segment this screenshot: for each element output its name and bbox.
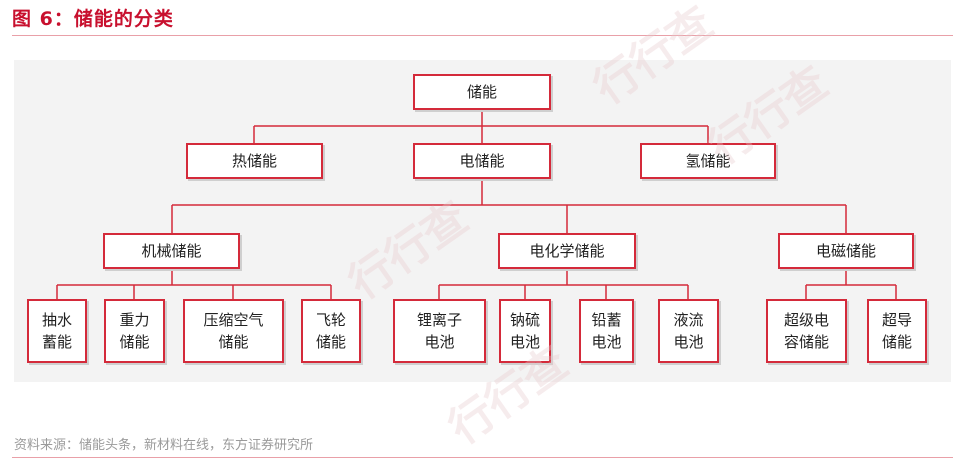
node-pumped-hydro: 抽水 蓄能	[27, 299, 87, 363]
node-sodium-sulfur-battery: 钠硫 电池	[499, 299, 551, 363]
node-thermal-storage: 热储能	[186, 143, 323, 179]
node-energy-storage: 储能	[413, 74, 551, 110]
node-lead-acid-battery: 铅蓄 电池	[579, 299, 634, 363]
node-lithium-ion-battery: 锂离子 电池	[393, 299, 486, 363]
node-gravity-storage: 重力 储能	[104, 299, 165, 363]
node-compressed-air: 压缩空气 储能	[183, 299, 284, 363]
node-superconducting-storage: 超导 储能	[867, 299, 927, 363]
figure-title: 图 6：储能的分类	[12, 8, 174, 30]
node-flywheel: 飞轮 储能	[301, 299, 361, 363]
source-divider	[12, 457, 953, 458]
node-electromagnetic-storage: 电磁储能	[778, 233, 914, 269]
node-electrochemical-storage: 电化学储能	[498, 233, 636, 269]
node-mechanical-storage: 机械储能	[103, 233, 240, 269]
node-hydrogen-storage: 氢储能	[640, 143, 776, 179]
source-note: 资料来源：储能头条，新材料在线，东方证券研究所	[14, 438, 314, 453]
title-divider	[12, 35, 953, 36]
node-electric-storage: 电储能	[413, 143, 551, 179]
node-supercapacitor-storage: 超级电 容储能	[766, 299, 847, 363]
node-flow-battery: 液流 电池	[658, 299, 719, 363]
